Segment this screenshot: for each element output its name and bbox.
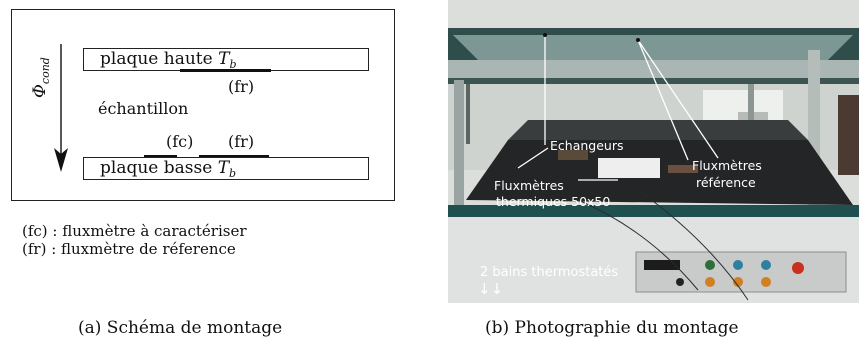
caption-photograph: (b) Photographie du montage	[485, 318, 739, 338]
fluxmeter-to-characterize	[144, 155, 177, 158]
label-fluxmetres-thermiques-2: thermiques 50x50	[496, 194, 610, 209]
caption-schematic: (a) Schéma de montage	[78, 318, 283, 338]
label-bains-thermostates: 2 bains thermostatés	[480, 265, 618, 280]
label-echangeurs: Echangeurs	[550, 138, 623, 153]
legend-item-fr: (fr) : fluxmètre de réference	[22, 240, 236, 258]
top-plate-label: plaque haute Tb	[100, 49, 237, 71]
flux-label: Φcond	[30, 57, 52, 98]
label-fc: (fc)	[166, 132, 194, 151]
flux-arrow-icon	[54, 44, 68, 172]
legend: (fc) : fluxmètre à caractériser (fr) : f…	[22, 222, 247, 258]
label-fr-bottom: (fr)	[228, 132, 255, 151]
top-plate: plaque haute Tb	[83, 48, 369, 71]
reference-fluxmeter-bottom	[199, 155, 269, 158]
reference-fluxmeter-top	[180, 69, 271, 72]
label-fluxmetres-reference-2: référence	[696, 175, 756, 190]
label-fluxmetres-thermiques-1: Fluxmètres	[494, 178, 564, 193]
legend-item-fc: (fc) : fluxmètre à caractériser	[22, 222, 247, 240]
label-fluxmetres-reference-1: Fluxmètres	[692, 158, 762, 173]
sample-label: échantillon	[98, 99, 189, 118]
bottom-plate-label: plaque basse Tb	[100, 158, 237, 180]
bottom-plate: plaque basse Tb	[83, 157, 369, 180]
label-fr-top: (fr)	[228, 77, 255, 96]
schematic-frame: Φcond plaque haute Tb (fr) échantillon (…	[11, 9, 395, 201]
setup-photograph: Echangeurs Fluxmètres référence Fluxmètr…	[448, 0, 859, 303]
down-arrows-icon: ↓↓	[478, 280, 503, 298]
